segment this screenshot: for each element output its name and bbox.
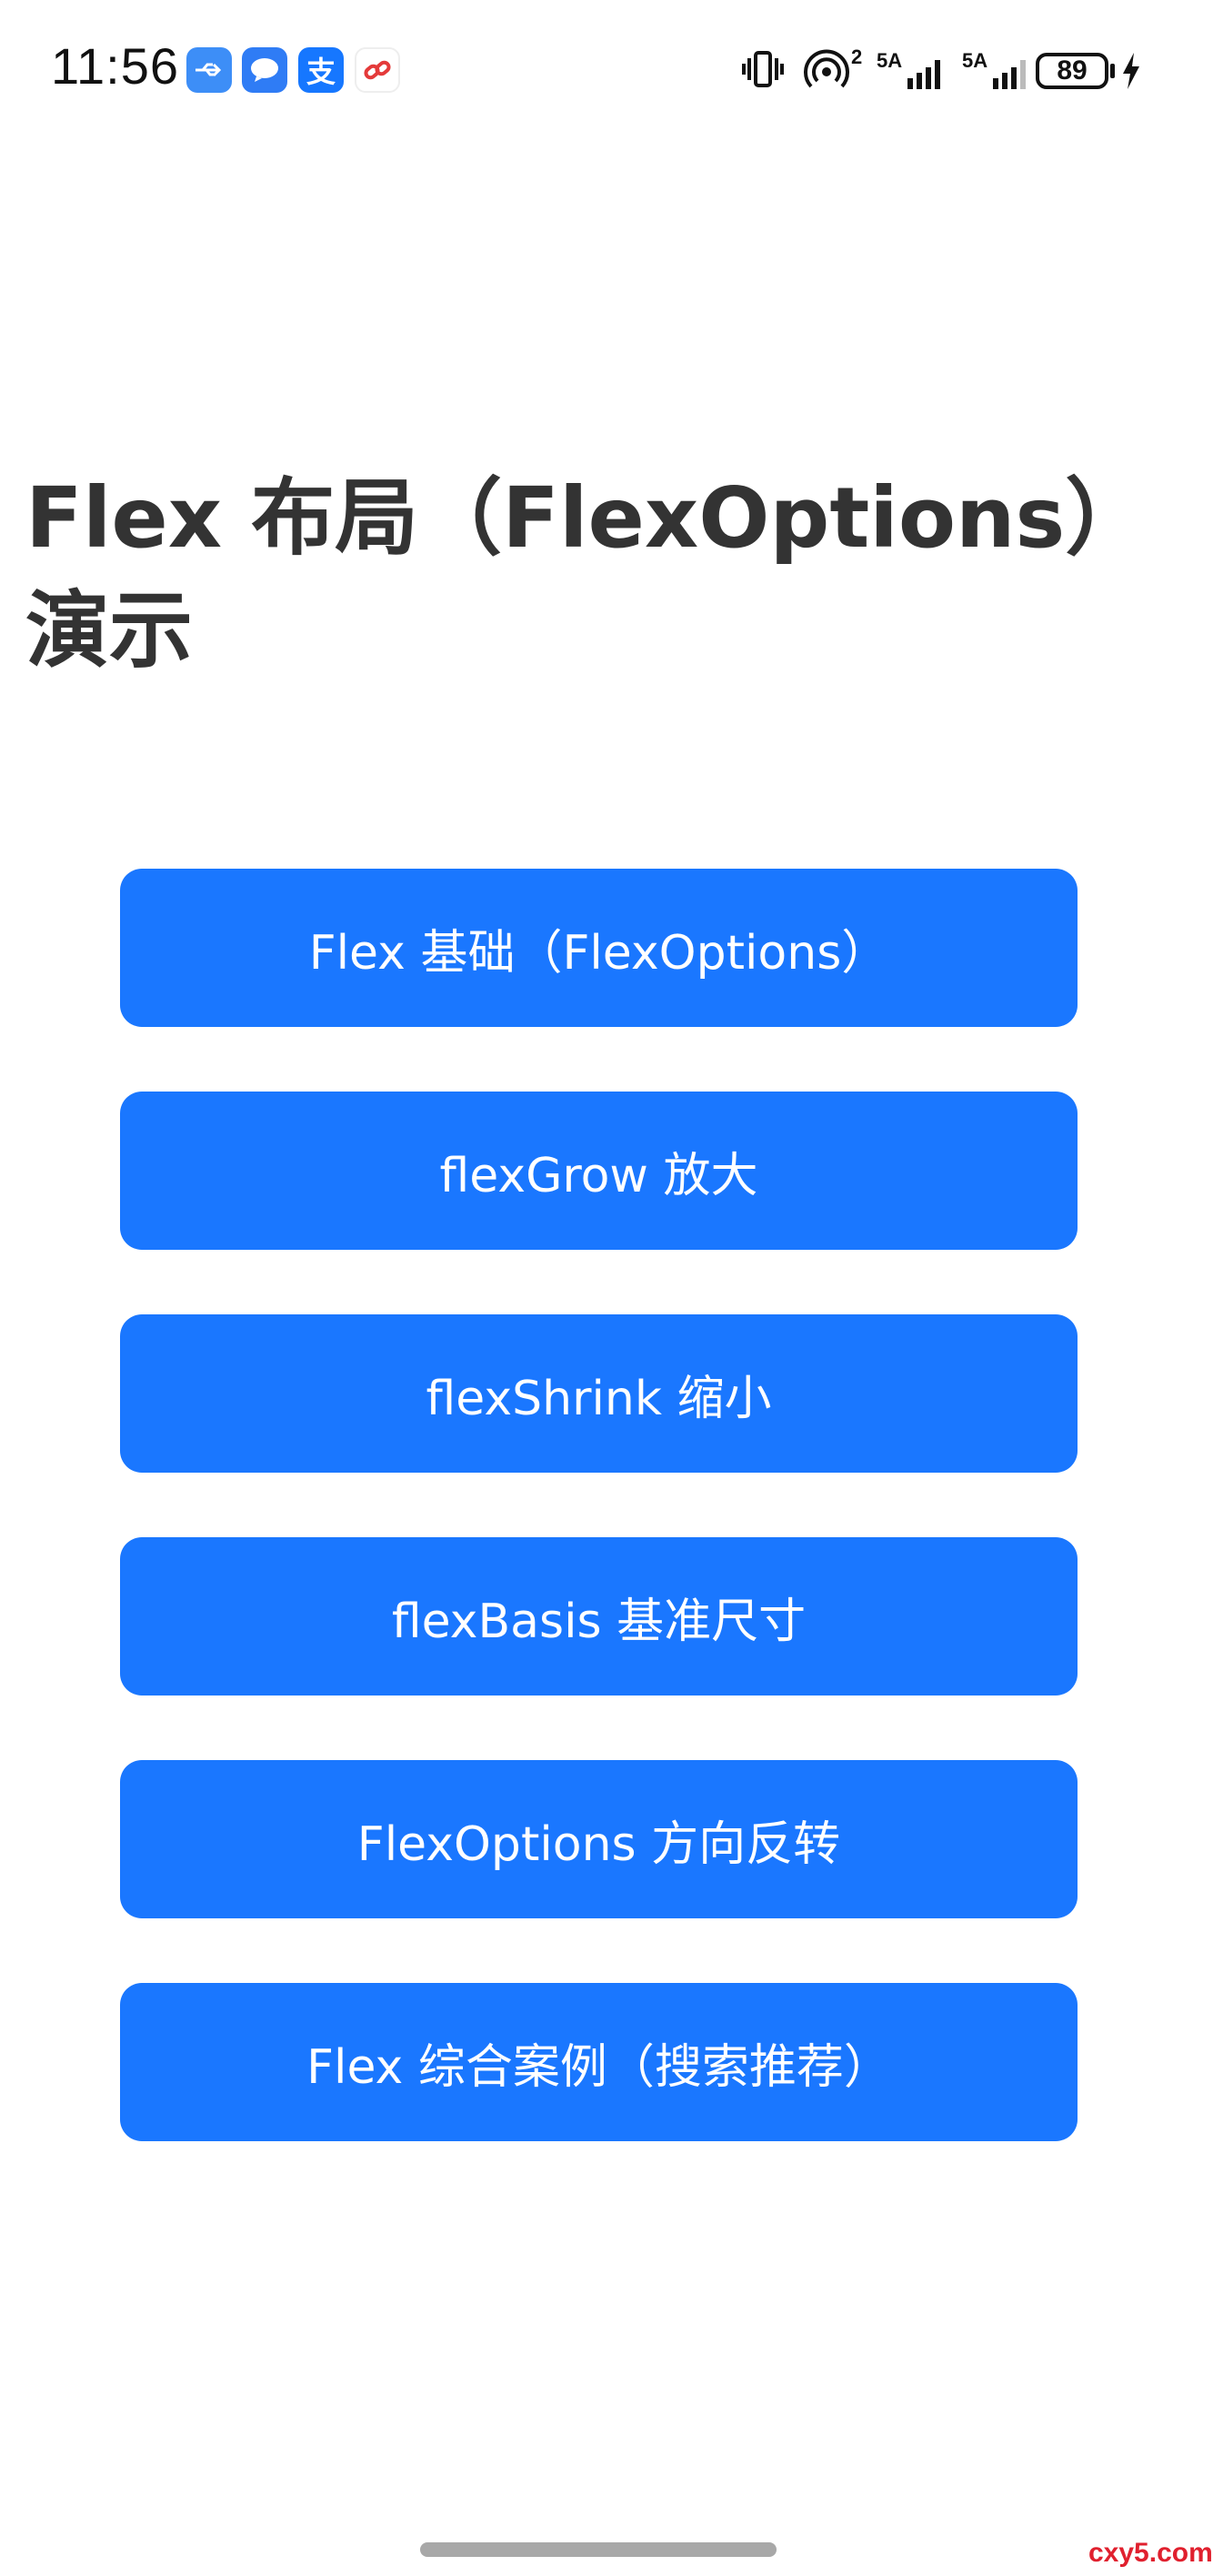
signal2-label: 5A bbox=[962, 49, 988, 72]
status-time: 11:56 bbox=[51, 37, 179, 95]
vibrate-icon bbox=[742, 51, 784, 87]
demo-menu: Flex 基础（FlexOptions） flexGrow 放大 flexShr… bbox=[120, 869, 1078, 2206]
flex-search-case-button[interactable]: Flex 综合案例（搜索推荐） bbox=[120, 1983, 1078, 2141]
alipay-glyph: 支 bbox=[306, 55, 336, 89]
flex-direction-reverse-button[interactable]: FlexOptions 方向反转 bbox=[120, 1760, 1078, 1918]
signal1-label: 5A bbox=[877, 49, 903, 72]
signal-strength-2-icon bbox=[993, 60, 1026, 89]
usb-icon bbox=[186, 47, 232, 93]
flex-grow-button[interactable]: flexGrow 放大 bbox=[120, 1092, 1078, 1250]
watermark: cxy5.com bbox=[1088, 2538, 1213, 2568]
flex-basis-button[interactable]: flexBasis 基准尺寸 bbox=[120, 1537, 1078, 1696]
battery-indicator: 89 bbox=[1036, 53, 1108, 89]
battery-terminal bbox=[1110, 64, 1115, 78]
hotspot-icon bbox=[804, 49, 849, 88]
link-app-icon bbox=[355, 47, 400, 93]
battery-level: 89 bbox=[1057, 55, 1088, 86]
flex-basics-button[interactable]: Flex 基础（FlexOptions） bbox=[120, 869, 1078, 1027]
hotspot-count: 2 bbox=[851, 45, 863, 68]
signal-strength-icon bbox=[907, 60, 940, 89]
home-indicator[interactable] bbox=[420, 2542, 777, 2557]
messages-icon bbox=[242, 47, 287, 93]
alipay-icon: 支 bbox=[298, 47, 344, 93]
status-bar: 11:56 支 2 5A 5A 89 bbox=[0, 0, 1197, 136]
flex-shrink-button[interactable]: flexShrink 缩小 bbox=[120, 1314, 1078, 1473]
page-title: Flex 布局（FlexOptions）演示 bbox=[25, 469, 1149, 679]
charging-bolt-icon bbox=[1123, 53, 1139, 89]
